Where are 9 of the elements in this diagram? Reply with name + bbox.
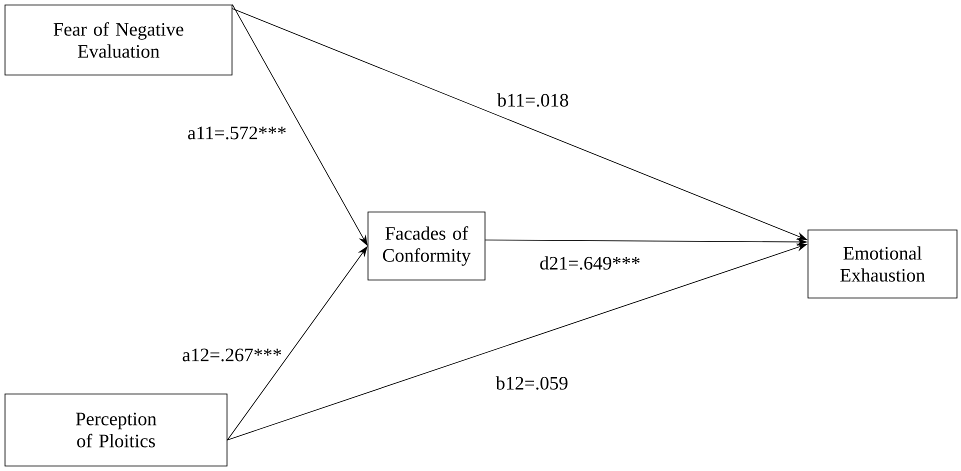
variable-box: Fear of Negative Evaluation	[4, 4, 232, 76]
edge-label: a12=.267***	[181, 348, 283, 362]
variable-box: Emotional Exhaustion	[808, 230, 958, 298]
variable-box: Facades of Conformity	[368, 212, 486, 280]
edge-label: b12=.059	[494, 375, 570, 391]
edge-label: d21=.649***	[538, 255, 642, 271]
edge-label: a11=.572***	[186, 126, 288, 140]
variable-box: Perception of Ploitics	[4, 394, 228, 466]
edge-label: b11=.018	[496, 92, 570, 108]
